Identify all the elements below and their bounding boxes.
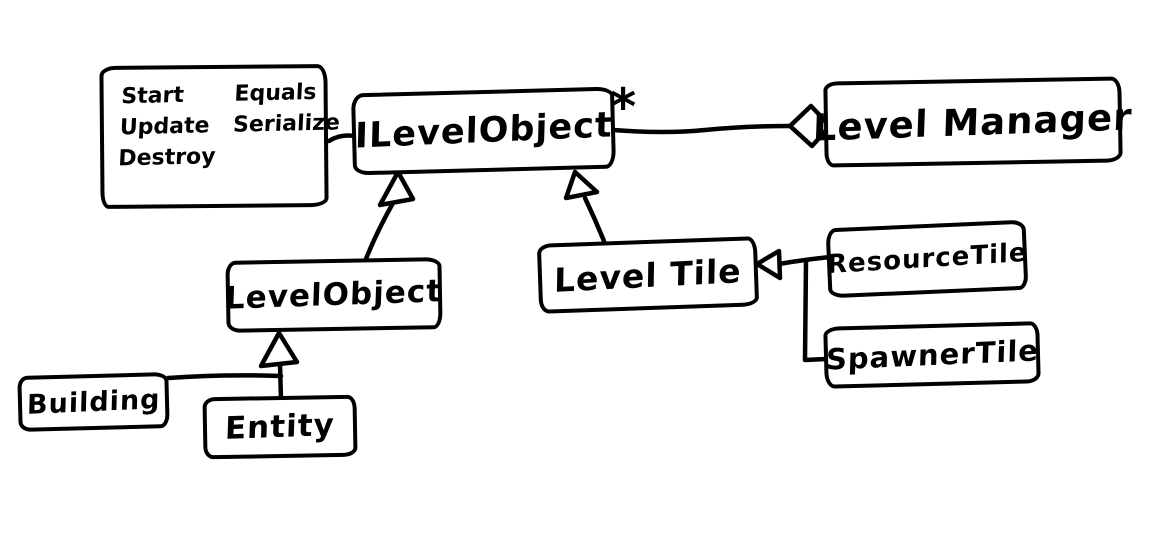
spawnertile-branch-line: [802, 257, 829, 363]
edge-tiles-to-leveltile: [754, 248, 833, 363]
class-box-levelmanager: Level Manager: [812, 76, 1134, 168]
multiplicity-star: *: [610, 78, 637, 136]
class-box-building: Building: [17, 372, 170, 432]
edge-leveltile-to-ilevelobject: [563, 169, 607, 244]
methods-column-2: Equals Serialize: [231, 76, 342, 171]
class-name: LevelObject: [224, 273, 444, 317]
methods-column-1: Start Update Destroy: [118, 79, 220, 174]
class-box-resourcetile: ResourceTile: [825, 219, 1029, 299]
class-box-spawnertile: SpawnerTile: [823, 321, 1041, 389]
class-box-levelobject: LevelObject: [224, 257, 444, 333]
method-name: Update: [119, 113, 211, 141]
note-box-methods: Start Update Destroy Equals Serialize: [99, 64, 340, 209]
method-name: Serialize: [232, 110, 341, 138]
method-name: Start: [120, 82, 185, 110]
edge-levelobject-to-ilevelobject: [361, 169, 416, 267]
class-name: Level Manager: [812, 94, 1134, 150]
edge-building-entity-to-levelobject: [165, 330, 300, 403]
hollow-triangle-icon: [563, 169, 600, 201]
class-box-entity: Entity: [202, 394, 358, 460]
class-name: ResourceTile: [826, 237, 1028, 281]
generalization-line: [361, 200, 396, 267]
class-box-ilevelobject: ILevelObject: [350, 86, 617, 176]
entity-branch-line: [277, 361, 284, 403]
aggregation-line: [610, 123, 793, 135]
hollow-triangle-icon: [258, 330, 300, 369]
method-name: Equals: [233, 79, 318, 107]
class-name: SpawnerTile: [825, 333, 1039, 377]
hollow-triangle-icon: [754, 248, 783, 281]
class-name: Level Tile: [553, 250, 743, 300]
class-name: ILevelObject: [354, 105, 613, 157]
hollow-triangle-icon: [377, 169, 416, 208]
resourcetile-branch-line: [776, 254, 833, 267]
generalization-line: [582, 195, 607, 244]
class-box-leveltile: Level Tile: [536, 236, 760, 314]
aggregation-edge: [610, 103, 833, 149]
class-name: Building: [26, 383, 161, 421]
methods-list: Start Update Destroy Equals Serialize: [118, 76, 342, 174]
method-name: Destroy: [117, 144, 217, 172]
building-branch-line: [165, 373, 284, 381]
class-name: Entity: [224, 407, 336, 447]
